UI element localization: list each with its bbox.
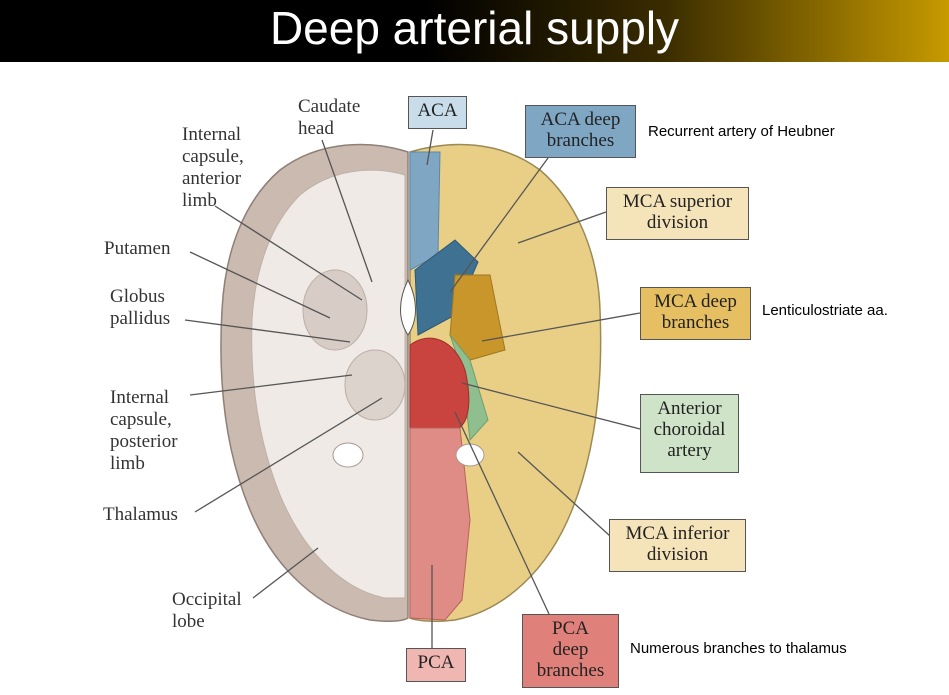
box-aca-deep: ACA deep branches [525, 105, 636, 158]
label-occipital-lobe: Occipital lobe [172, 589, 242, 632]
slide-title: Deep arterial supply [269, 2, 680, 54]
aca-territory [409, 151, 441, 271]
label-globus-pallidus: Globus pallidus [110, 286, 171, 329]
box-mca-inferior: MCA inferior division [609, 519, 746, 572]
box-mca-deep: MCA deep branches [640, 287, 751, 340]
note-heubner: Recurrent artery of Heubner [648, 123, 835, 140]
box-mca-superior: MCA superior division [606, 187, 749, 240]
right-hemisphere [409, 143, 602, 622]
left-hemisphere [220, 143, 409, 622]
box-pca: PCA [406, 648, 466, 682]
note-thalamus-branches: Numerous branches to thalamus [630, 640, 847, 657]
pca-deep-territory [409, 337, 470, 431]
ventricle [400, 278, 416, 336]
label-putamen: Putamen [104, 238, 171, 259]
note-lenticulostriate: Lenticulostriate aa. [762, 302, 888, 319]
title-bar [0, 0, 949, 62]
label-internal-capsule-anterior: Internal capsule, anterior limb [182, 124, 244, 211]
label-thalamus: Thalamus [103, 504, 178, 525]
box-anterior-choroidal: Anterior choroidal artery [640, 394, 739, 473]
leader-lines [184, 129, 641, 648]
label-internal-capsule-posterior: Internal capsule, posterior limb [110, 387, 178, 474]
label-caudate-head: Caudate head [298, 96, 361, 139]
box-aca: ACA [408, 96, 467, 129]
pca-territory [409, 427, 471, 621]
box-pca-deep: PCA deep branches [522, 614, 619, 688]
